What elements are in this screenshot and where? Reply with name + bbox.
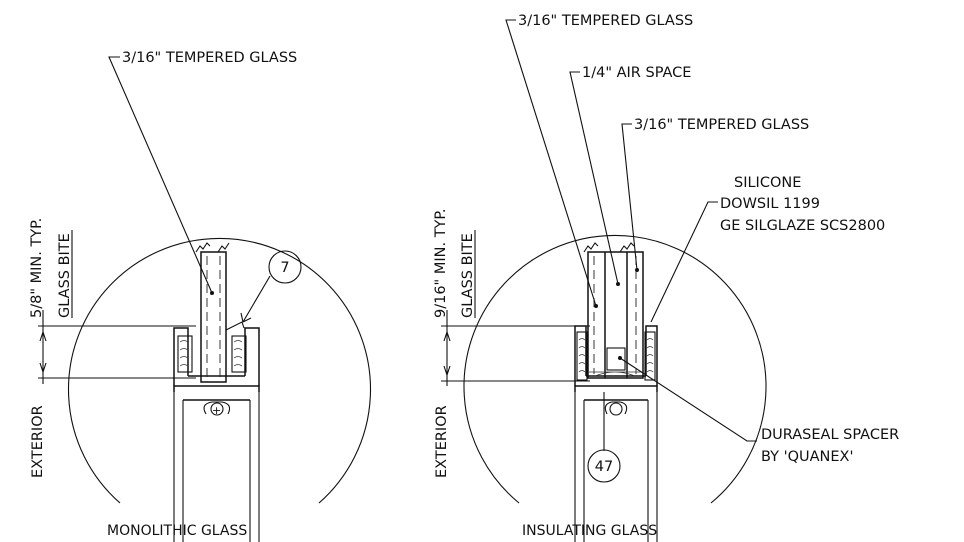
label-inner-tempered-glass: 3/16" TEMPERED GLASS <box>634 117 809 133</box>
dimension-label-right: 9/16" MIN. TYP. <box>433 208 449 318</box>
svg-text:+: + <box>212 404 221 417</box>
leader-silicone <box>650 201 718 323</box>
callout-circle-7 <box>268 250 302 284</box>
monolithic-glass-detail: + 3/16" TEMPERED GLASS 7 <box>29 50 372 542</box>
screw-boss-right <box>604 401 628 416</box>
screw-boss-left: + <box>203 401 231 417</box>
leader-spacer <box>619 357 757 442</box>
callout-circle-47 <box>587 449 621 483</box>
insulating-glass-unit <box>583 242 644 379</box>
insulating-glass-detail: 3/16" TEMPERED GLASS 1/4" AIR SPACE 3/16… <box>433 13 899 542</box>
leader-dot-inner <box>635 268 639 272</box>
leader-inner-glass <box>621 123 638 271</box>
dimension-label-left: 5/8" MIN. TYP. <box>29 218 45 318</box>
dimension-right <box>441 230 590 386</box>
label-outer-tempered-glass: 3/16" TEMPERED GLASS <box>518 13 693 29</box>
glass-lite-left <box>195 242 230 383</box>
mullion-head-r <box>574 385 658 401</box>
leader-dot-left <box>210 291 214 295</box>
label-ge-silglaze: GE SILGLAZE SCS2800 <box>720 218 885 234</box>
label-duraseal-spacer: DURASEAL SPACER <box>761 427 899 443</box>
callout-7: 7 <box>280 260 289 276</box>
caption-insulating: INSULATING GLASS <box>522 523 657 539</box>
label-tempered-glass-left: 3/16" TEMPERED GLASS <box>122 50 297 66</box>
leader-air-space <box>569 71 619 285</box>
exterior-label-right: EXTERIOR <box>434 405 450 478</box>
callout-7-leader <box>240 275 271 323</box>
label-dowsil: DOWSIL 1199 <box>720 196 820 212</box>
label-air-space: 1/4" AIR SPACE <box>582 65 691 81</box>
detail-circle-left <box>67 237 372 504</box>
label-by-quanex: BY 'QUANEX' <box>761 449 853 465</box>
leader-glass-left <box>108 56 213 294</box>
exterior-label-left: EXTERIOR <box>30 405 46 478</box>
leader-dot-outer <box>594 304 598 308</box>
leader-dot-spacer <box>618 356 622 360</box>
glazing-gaskets-left <box>177 321 247 373</box>
callout-47: 47 <box>595 459 613 475</box>
glazing-gaskets-right <box>576 331 656 381</box>
dimension-left <box>38 230 196 384</box>
mullion-head <box>173 385 260 401</box>
duraseal-spacer <box>606 347 626 371</box>
leader-dot-air <box>616 282 620 286</box>
leader-outer-glass <box>505 19 597 307</box>
label-silicone: SILICONE <box>734 175 801 191</box>
glazing-pocket <box>173 327 260 386</box>
glass-bite-label-left: GLASS BITE <box>57 233 73 318</box>
detail-circle-right <box>463 234 767 504</box>
glass-bite-label-right: GLASS BITE <box>460 233 476 318</box>
caption-monolithic: MONOLITHIC GLASS <box>107 523 247 539</box>
